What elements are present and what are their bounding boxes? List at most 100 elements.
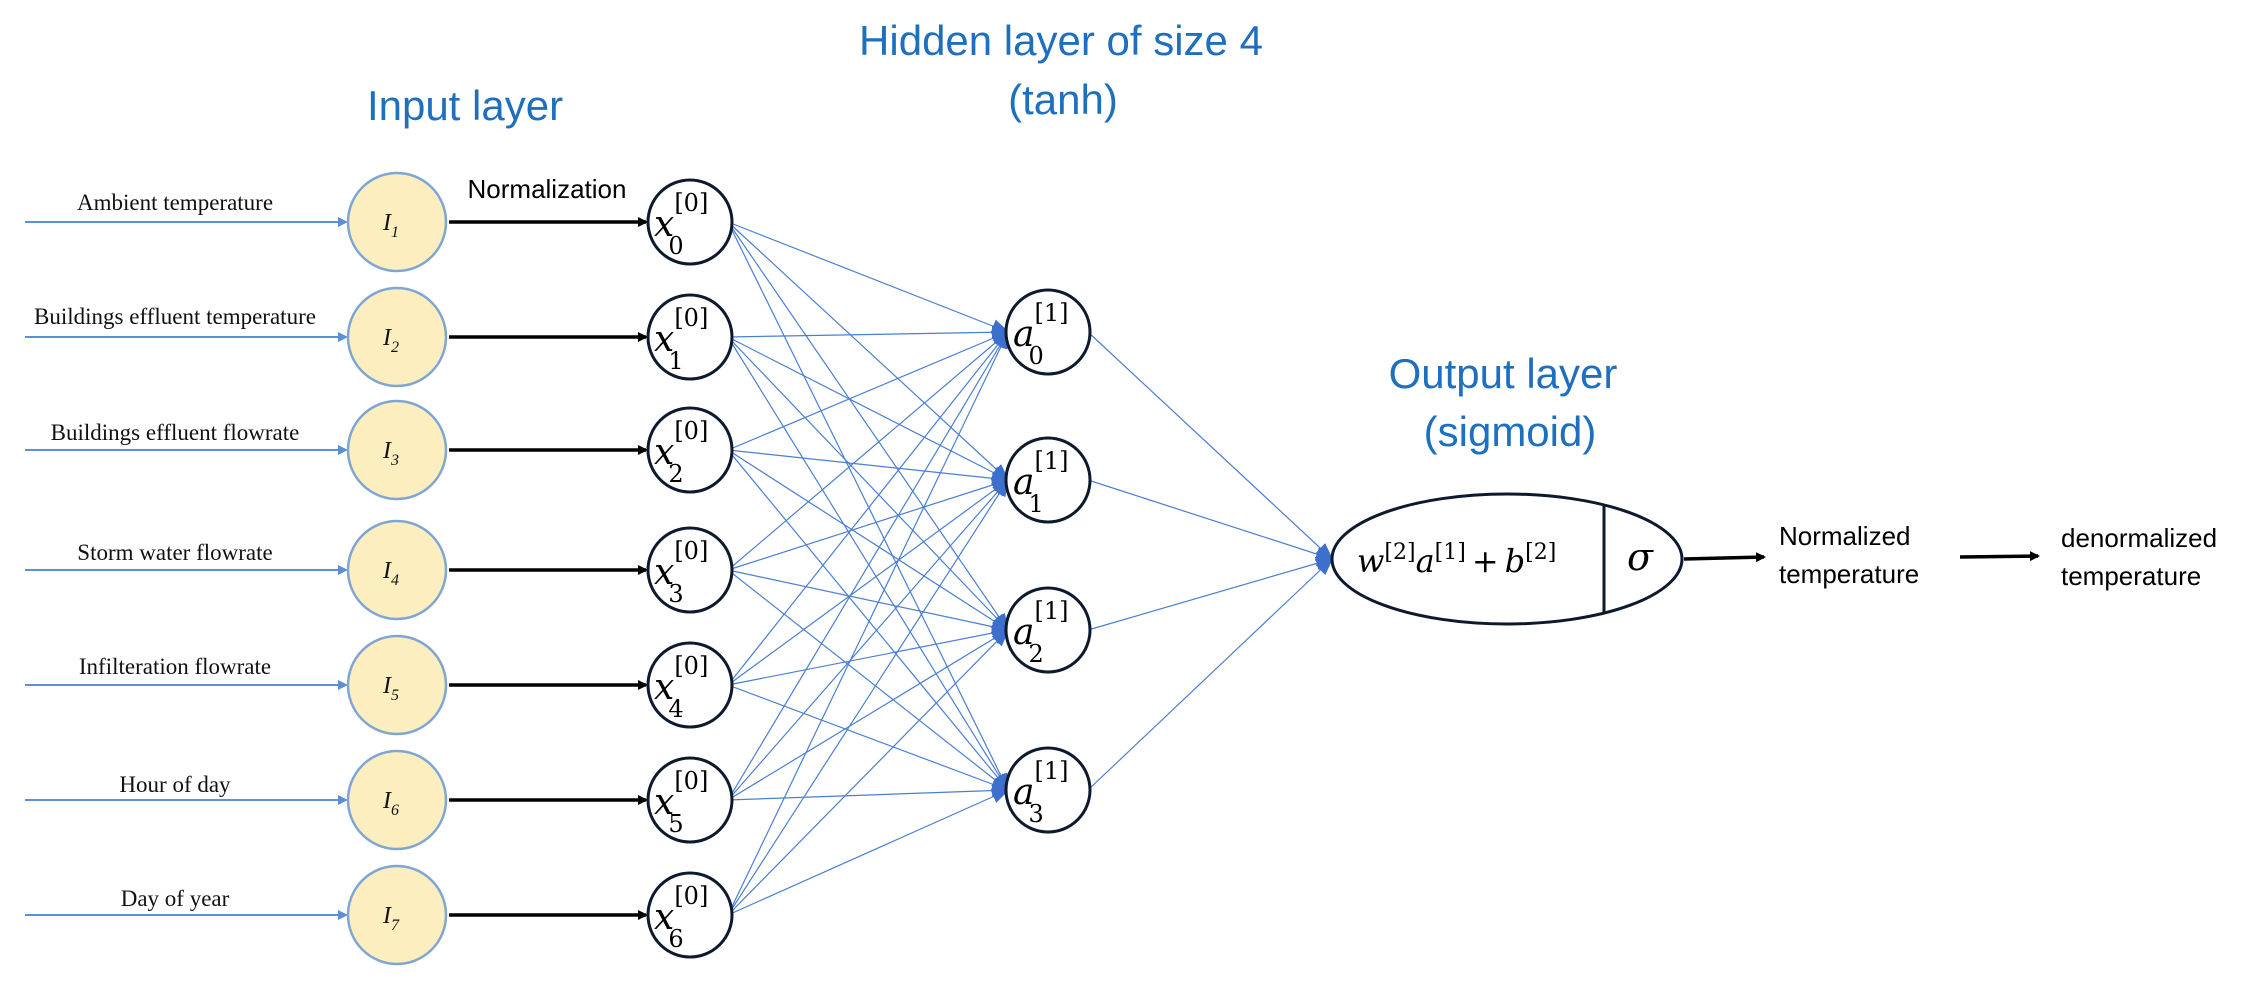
x-node-label: x[0]6 xyxy=(654,882,708,953)
x-node-label: x[0]2 xyxy=(654,417,708,488)
edge-x3-a0 xyxy=(727,330,1010,571)
input-label: Day of year xyxy=(121,886,230,911)
input-node xyxy=(346,519,448,621)
input-node xyxy=(346,399,448,501)
hidden-node-a2: a[1]2 xyxy=(1004,586,1092,674)
connection-edges xyxy=(727,221,1334,916)
edge-a0-output xyxy=(1087,331,1334,561)
x-node xyxy=(646,293,734,381)
input-node xyxy=(346,749,448,851)
edge-x4-a3 xyxy=(727,684,1010,791)
edge-a2-output xyxy=(1087,556,1334,631)
hidden-node-a0: a[1]0 xyxy=(1004,288,1092,376)
edge-x1-a2 xyxy=(727,336,1010,632)
edge-x1-a0 xyxy=(727,325,1010,340)
hidden-node xyxy=(1004,586,1092,674)
x-node xyxy=(646,641,734,729)
x-node-label: x[0]5 xyxy=(654,767,708,838)
input-node xyxy=(346,634,448,736)
input-layer-title: Input layer xyxy=(367,82,563,129)
input-label: Buildings effluent temperature xyxy=(34,304,316,329)
denormalize-arrow xyxy=(1959,551,2040,562)
x-node xyxy=(646,871,734,959)
denormalized-label-line2: temperature xyxy=(2061,561,2201,591)
x-node-label: x[0]3 xyxy=(654,537,708,608)
edge-x2-a2 xyxy=(727,449,1010,632)
edge-x3-a1 xyxy=(727,478,1010,571)
edge-a3-output xyxy=(1087,557,1334,791)
output-node: w[2]a[1]+b[2] σ xyxy=(1330,492,1684,626)
edge-x3-a3 xyxy=(727,569,1010,792)
hidden-node xyxy=(1004,436,1092,524)
input-label: Infilteration flowrate xyxy=(79,654,271,679)
hidden-nodes: a[1]0 a[1]1 a[1]2 a[1]3 xyxy=(1004,288,1092,834)
input-node-label: I6 xyxy=(382,788,399,819)
input-label: Ambient temperature xyxy=(77,190,273,215)
output-layer-activation: (sigmoid) xyxy=(1424,408,1597,455)
hidden-layer-title: Hidden layer of size 4 xyxy=(859,17,1263,64)
edge-x4-a2 xyxy=(727,626,1010,686)
hidden-node-a1: a[1]1 xyxy=(1004,436,1092,524)
input-node xyxy=(346,171,448,273)
edge-x0-a2 xyxy=(727,221,1010,632)
input-node-label: I7 xyxy=(382,903,400,934)
edge-x2-a3 xyxy=(727,449,1010,792)
hidden-layer-activation: (tanh) xyxy=(1008,76,1118,123)
output-arrow xyxy=(1683,552,1766,563)
input-node xyxy=(346,286,448,388)
x-node xyxy=(646,756,734,844)
hidden-node-label: a[1]3 xyxy=(1013,757,1068,828)
edge-x5-a0 xyxy=(727,330,1010,801)
input-label: Buildings effluent flowrate xyxy=(51,420,300,445)
edge-x6-a1 xyxy=(727,478,1010,916)
edge-x0-a0 xyxy=(727,221,1010,333)
output-equation: w[2]a[1]+b[2] xyxy=(1357,540,1556,580)
hidden-node xyxy=(1004,288,1092,376)
edge-x2-a1 xyxy=(727,449,1010,486)
edge-x4-a0 xyxy=(727,330,1010,686)
input-label: Hour of day xyxy=(119,772,231,797)
edge-x1-a1 xyxy=(727,336,1010,481)
x-node xyxy=(646,406,734,494)
input-node-label: I5 xyxy=(382,673,399,704)
hidden-node-a3: a[1]3 xyxy=(1004,746,1092,834)
edge-x5-a1 xyxy=(727,478,1010,801)
input-node-label: I1 xyxy=(382,210,399,241)
normalized-label-line2: temperature xyxy=(1779,559,1919,589)
input-node-label: I4 xyxy=(382,558,399,589)
output-ellipse xyxy=(1330,492,1684,626)
edge-x6-a0 xyxy=(727,330,1009,916)
edge-x5-a2 xyxy=(727,628,1010,801)
x-node-label: x[0]1 xyxy=(654,304,708,375)
edge-x6-a3 xyxy=(727,789,1010,916)
input-label: Storm water flowrate xyxy=(77,540,272,565)
input-node-label: I2 xyxy=(382,325,399,356)
hidden-node xyxy=(1004,746,1092,834)
edge-x0-a1 xyxy=(727,221,1010,482)
x-node-label: x[0]0 xyxy=(654,189,708,260)
input-node xyxy=(346,864,448,966)
x-node xyxy=(646,526,734,614)
x-node xyxy=(646,178,734,266)
edge-x5-a3 xyxy=(727,783,1010,801)
normalized-label-line1: Normalized xyxy=(1779,521,1911,551)
output-layer-title: Output layer xyxy=(1389,350,1618,397)
hidden-node-label: a[1]2 xyxy=(1013,597,1068,668)
edge-a1-output xyxy=(1087,479,1334,561)
hidden-node-label: a[1]1 xyxy=(1013,447,1068,518)
edge-x4-a1 xyxy=(727,478,1010,686)
edge-x3-a2 xyxy=(727,569,1010,634)
x-node-label: x[0]4 xyxy=(654,652,708,723)
input-node-label: I3 xyxy=(382,438,399,469)
edge-x2-a0 xyxy=(727,331,1010,451)
sigma-symbol: σ xyxy=(1627,535,1654,579)
edge-x1-a3 xyxy=(727,336,1010,792)
